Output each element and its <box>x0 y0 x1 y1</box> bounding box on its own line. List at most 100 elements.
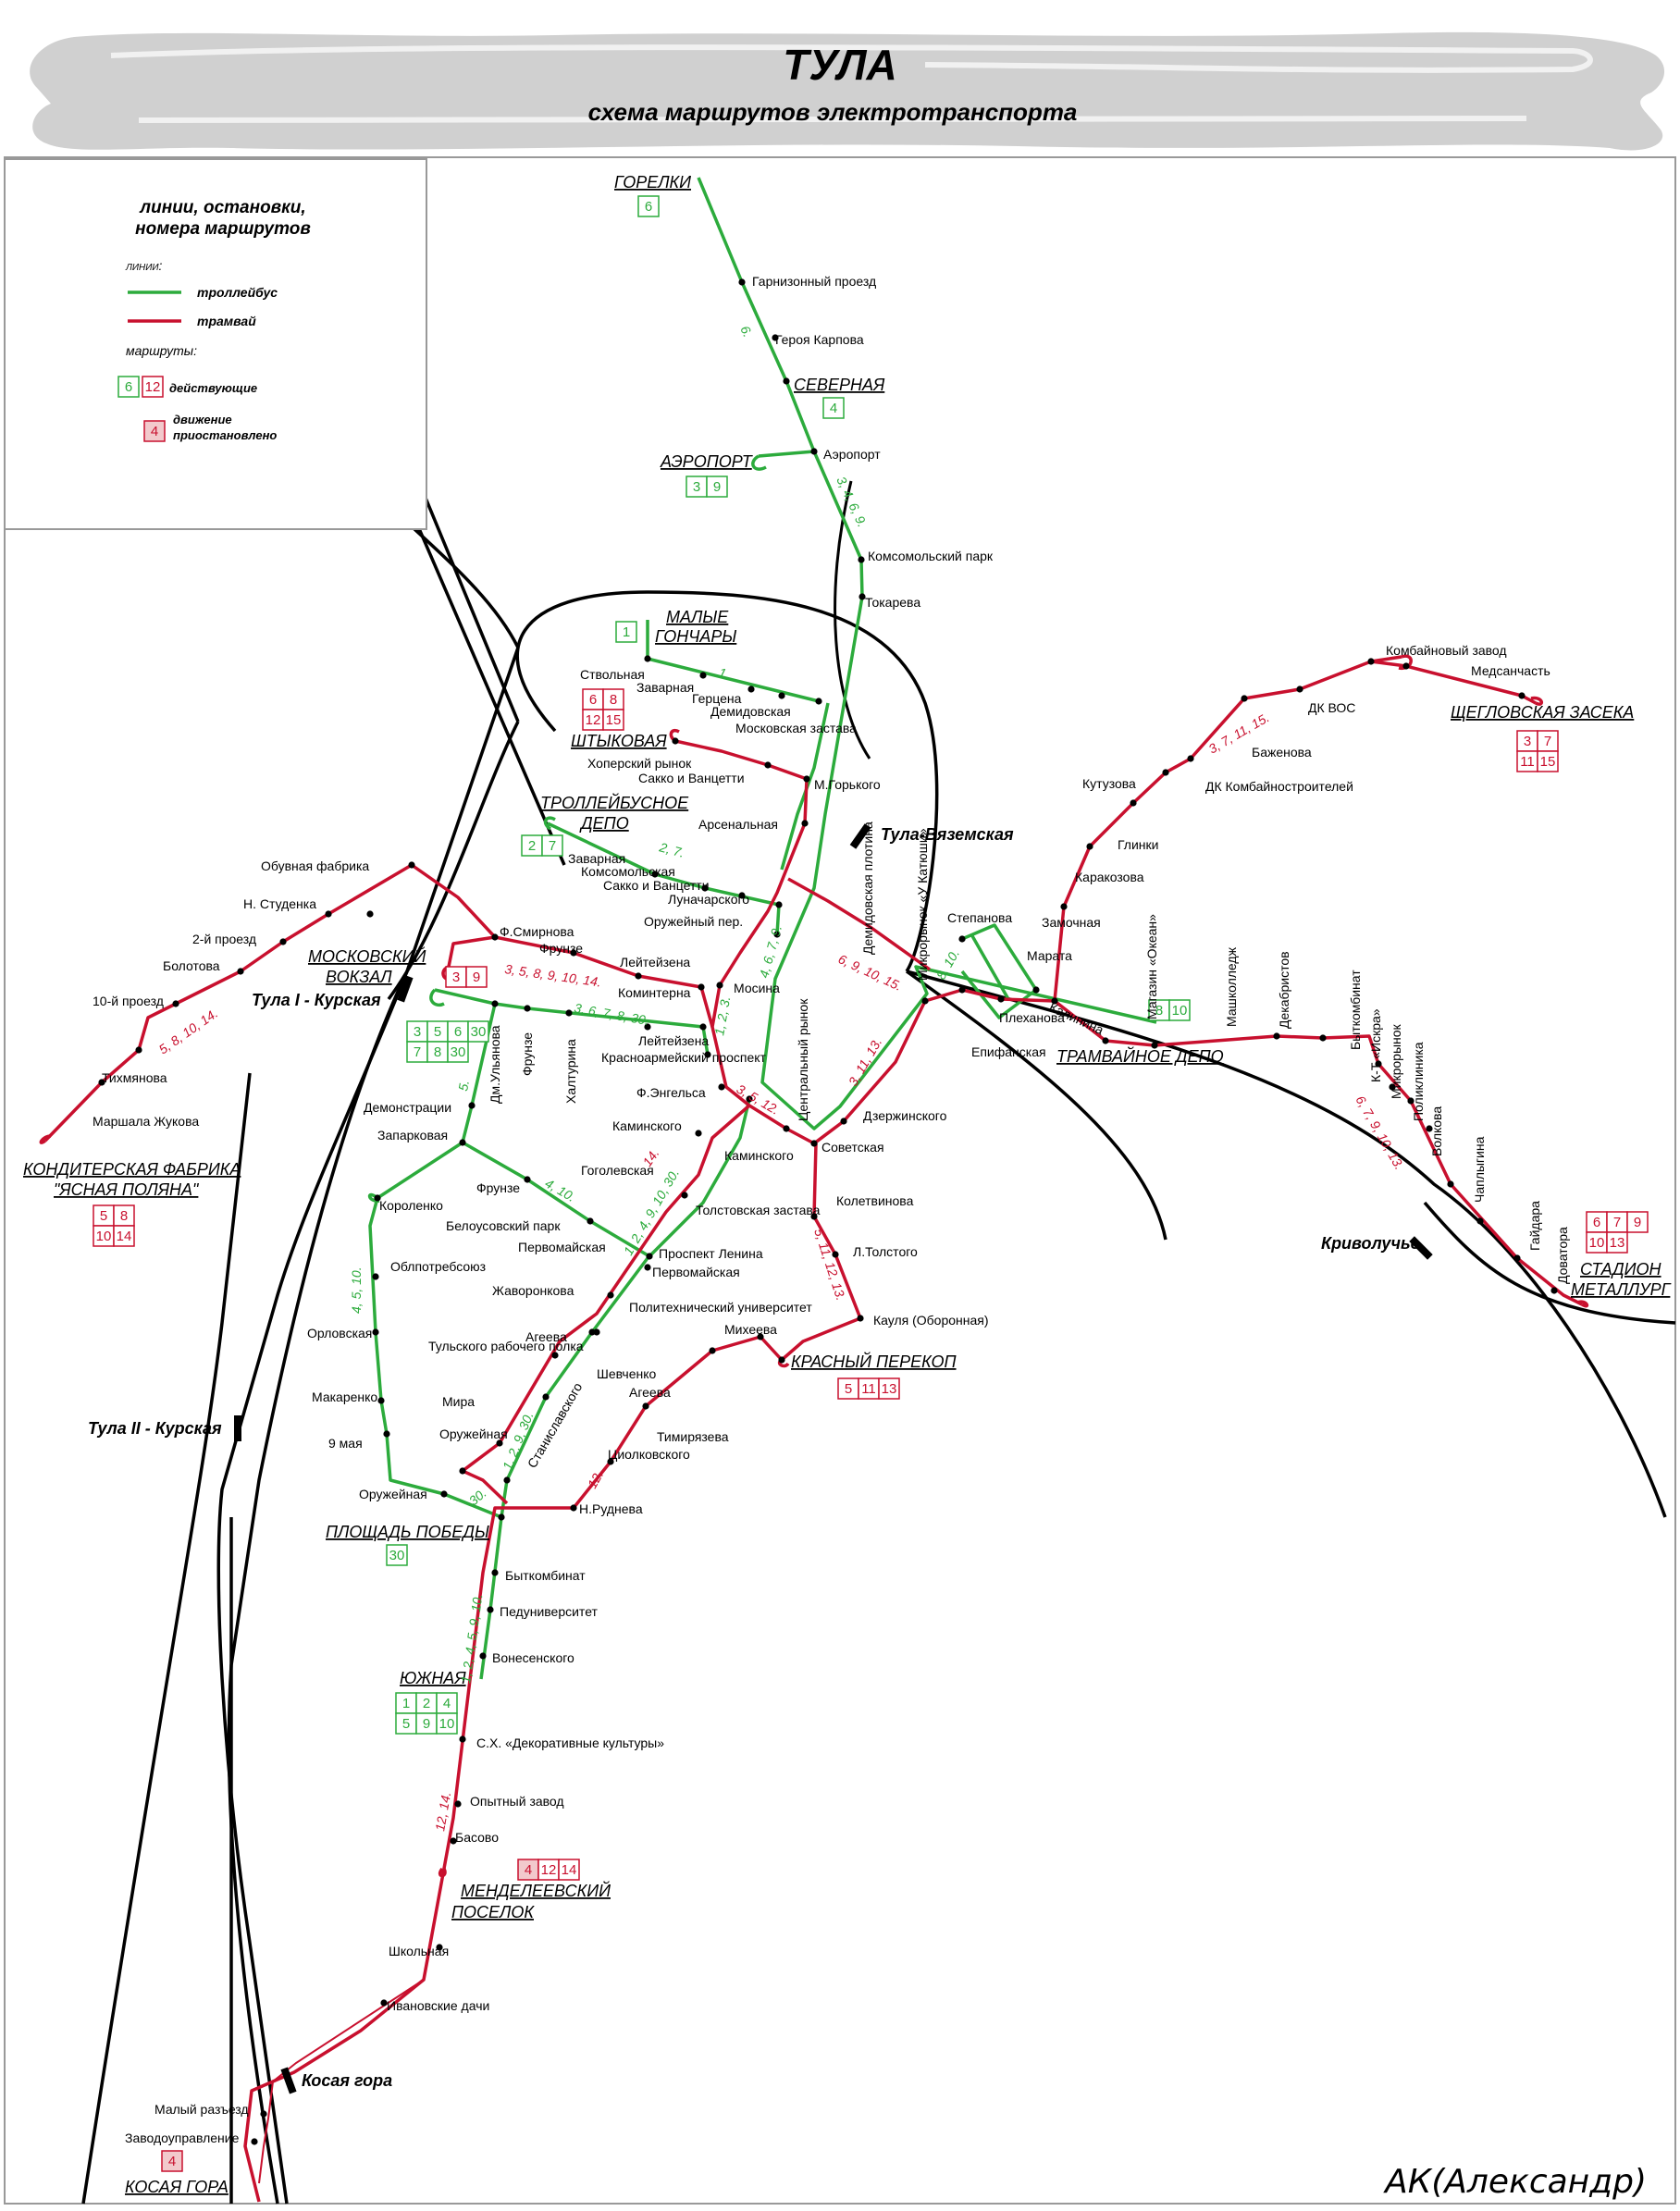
stop-dot <box>1447 1180 1454 1188</box>
trolleybus-line-frunze <box>462 1141 650 1258</box>
route-box-number: 6 <box>1593 1215 1600 1230</box>
route-box <box>465 966 488 988</box>
stop-dot <box>607 1458 614 1465</box>
stop-label: Медсанчасть <box>1471 663 1550 678</box>
stop-dot <box>524 1176 531 1183</box>
route-box-number: 3 <box>693 479 700 495</box>
route-box-number: 15 <box>1540 754 1556 770</box>
stop-dot <box>524 1005 531 1012</box>
stop-label: Халтурина <box>563 1039 578 1104</box>
stop-dot <box>570 949 577 957</box>
terminal-yasnaya-1: КОНДИТЕРСКАЯ ФАБРИКА <box>23 1160 241 1179</box>
stop-label: Заварная <box>568 851 625 866</box>
stop-label: Обувная фабрика <box>261 858 369 873</box>
stop-dot <box>459 1735 466 1743</box>
route-box-number: 4 <box>830 401 837 416</box>
railway-line <box>906 970 1667 1518</box>
terminal-yasnaya-2: "ЯСНАЯ ПОЛЯНА" <box>54 1180 200 1199</box>
stop-dot <box>383 1430 390 1438</box>
stop-label: Политехнический университет <box>629 1300 812 1315</box>
stop-dot <box>635 972 642 980</box>
stop-label: Проспект Ленина <box>659 1246 763 1261</box>
stop-label: Демидовская плотина <box>860 821 875 955</box>
stop-dot <box>380 1999 388 2007</box>
stop-label: 2-й проезд <box>192 932 256 946</box>
stop-dot <box>1476 1217 1484 1225</box>
route-box-number: 7 <box>1544 734 1551 749</box>
stop-label: Магазин «Океан» <box>1144 914 1159 1019</box>
legend-title-1: линии, остановки, <box>139 198 305 217</box>
stop-dot <box>773 931 781 938</box>
stop-label: Каминского <box>612 1118 682 1133</box>
route-box-number: 13 <box>882 1381 897 1397</box>
railway-line <box>834 480 871 760</box>
stop-label: Фрунзе <box>476 1180 520 1195</box>
route-box-number: 2 <box>528 838 536 854</box>
stop-label: Арсенальная <box>698 817 778 832</box>
railway-line <box>227 970 409 2205</box>
stop-label: Хоперский рынок <box>587 756 692 771</box>
route-box-number: 8 <box>434 1044 441 1060</box>
stop-label: Поликлиника <box>1411 1042 1426 1121</box>
legend-route-box-tram <box>142 376 164 398</box>
terminal-tram-depot: ТРАМВАЙНОЕ ДЕПО <box>1056 1046 1224 1066</box>
stop-label: Кутузова <box>1082 776 1136 791</box>
legend-route-box-suspended-num: 4 <box>151 424 158 439</box>
stop-label: Комсомольская <box>581 864 675 879</box>
route-box-number: 6 <box>454 1024 462 1040</box>
route-box-number: 8 <box>610 692 617 708</box>
stop-label: Л.Толстого <box>853 1244 918 1259</box>
route-label: 1, 2, 4, 9, 10, 30. <box>621 1166 682 1257</box>
stop-label: Дзержинского <box>863 1108 947 1123</box>
legend-active-label: действующие <box>169 381 257 395</box>
stop-dot <box>372 1273 379 1280</box>
author-signature: АК(Александр) <box>1383 2163 1647 2201</box>
railway-station-krivoluchye: Криволучье <box>1321 1234 1420 1253</box>
route-box <box>602 709 624 731</box>
stop-label: Оружейная <box>359 1487 427 1501</box>
route-box <box>1626 1211 1649 1233</box>
route-box-number: 10 <box>1589 1235 1605 1251</box>
station-marker-krivoluchye <box>1409 1236 1433 1260</box>
stop-label: Демонстрации <box>364 1100 451 1115</box>
stop-dot <box>1086 843 1093 850</box>
stop-dot <box>644 1264 651 1271</box>
legend-route-box-tram-num: 12 <box>145 379 161 395</box>
route-box-number: 7 <box>549 838 556 854</box>
stop-dot <box>374 1194 381 1202</box>
stop-dot <box>997 995 1005 1003</box>
legend: линии, остановки, номера маршрутов линии… <box>4 158 427 530</box>
stop-label: С.Х. «Декоративные культуры» <box>476 1735 664 1750</box>
stop-dot <box>783 1125 790 1132</box>
route-box-number: 3 <box>414 1024 421 1040</box>
stop-dot <box>644 1023 651 1031</box>
route-box-number: 2 <box>423 1696 430 1711</box>
stop-label: Вонесенского <box>492 1650 574 1665</box>
stop-label: Замочная <box>1042 915 1101 930</box>
stop-dot <box>738 892 746 899</box>
route-box-number: 1 <box>623 624 630 640</box>
stop-dot <box>498 1513 505 1521</box>
route-box-number: 15 <box>606 712 622 728</box>
route-label: 1. <box>717 664 731 681</box>
stop-label: Педуниверситет <box>500 1604 599 1619</box>
stop-label: Доватора <box>1555 1227 1570 1284</box>
stop-dot <box>366 910 374 918</box>
stop-dot <box>607 1291 614 1299</box>
stop-dot <box>237 968 244 975</box>
stop-dot <box>468 1102 476 1109</box>
stop-dot <box>491 1000 499 1007</box>
route-box-number: 9 <box>423 1716 430 1732</box>
terminal-stadion-2: МЕТАЛЛУРГ <box>1571 1280 1672 1299</box>
stop-label: Оружейная <box>439 1427 508 1441</box>
stop-dot <box>436 1944 443 1951</box>
route-box-number: 5 <box>434 1024 441 1040</box>
stop-dot <box>1389 1083 1396 1091</box>
stop-label: ДК ВОС <box>1308 700 1355 715</box>
stop-label: Комбайновый завод <box>1386 643 1507 658</box>
railway-station-markers <box>234 823 1433 2094</box>
stop-label: Колетвинова <box>836 1193 914 1208</box>
stop-dot <box>718 1083 725 1091</box>
stop-dot <box>1187 755 1194 762</box>
tram-line-demidovskaya <box>787 877 932 971</box>
